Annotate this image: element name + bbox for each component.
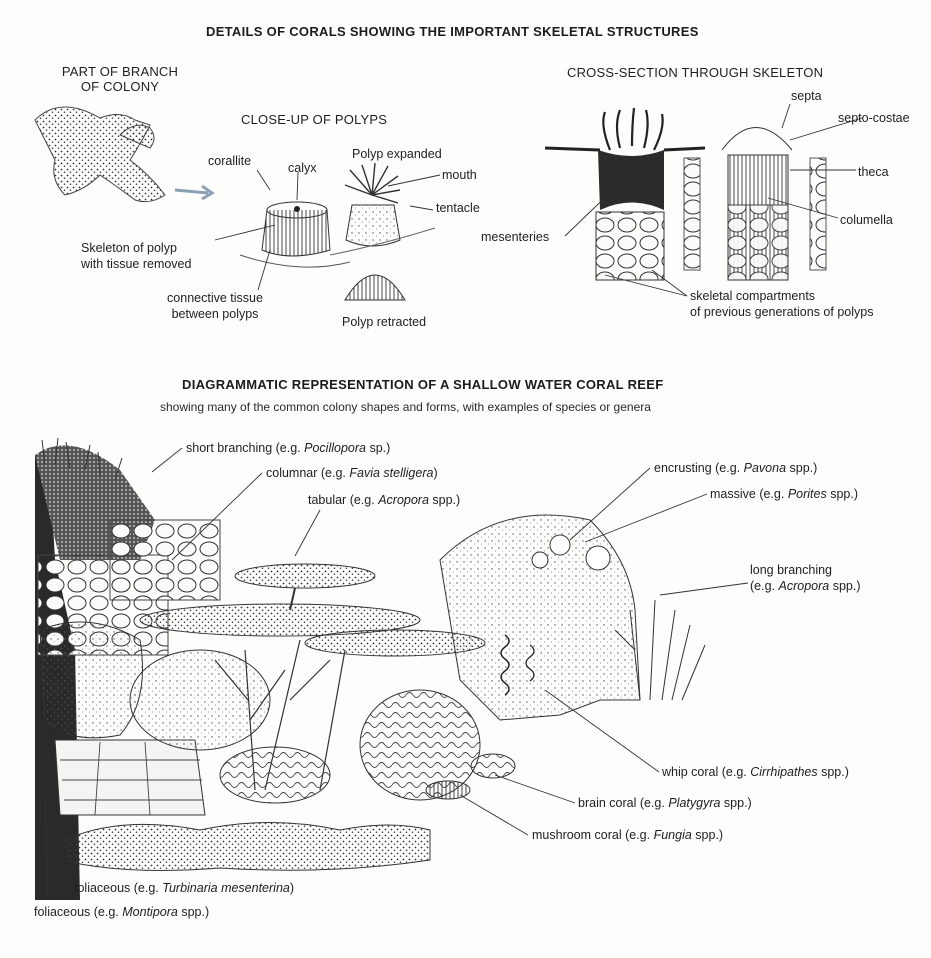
label-tabular: tabular (e.g. Acropora spp.) (308, 492, 460, 508)
label-septa: septa (791, 88, 822, 104)
reef-subtitle: showing many of the common colony shapes… (160, 400, 651, 414)
label-tentacle: tentacle (436, 200, 480, 216)
top-title: DETAILS OF CORALS SHOWING THE IMPORTANT … (206, 24, 699, 39)
label-columella: columella (840, 212, 893, 228)
label-mushroom-coral: mushroom coral (e.g. Fungia spp.) (532, 827, 723, 843)
closeup-caption: CLOSE-UP OF POLYPS (241, 112, 387, 127)
label-short-branching: short branching (e.g. Pocillopora sp.) (186, 440, 390, 456)
branch-caption-line-1: PART OF BRANCH (40, 64, 200, 79)
label-mesenteries: mesenteries (481, 229, 549, 245)
label-septo-costae: septo-costae (838, 110, 910, 126)
label-mouth: mouth (442, 167, 477, 183)
label-whip-coral: whip coral (e.g. Cirrhipathes spp.) (662, 764, 849, 780)
label-skeleton-of-polyp: Skeleton of polyp with tissue removed (81, 240, 191, 272)
cross-section-drawing (545, 108, 826, 280)
cross-section-caption: CROSS-SECTION THROUGH SKELETON (567, 65, 823, 80)
label-skeleton-line-2: with tissue removed (81, 256, 191, 272)
branch-caption: PART OF BRANCH OF COLONY (40, 64, 200, 94)
label-encrusting: encrusting (e.g. Pavona spp.) (654, 460, 817, 476)
colony-branch-drawing (35, 107, 165, 202)
label-connective-line-1: connective tissue (145, 290, 285, 306)
label-compartments-line-2: of previous generations of polyps (690, 304, 873, 320)
branch-caption-line-2: OF COLONY (40, 79, 200, 94)
label-massive: massive (e.g. Porites spp.) (710, 486, 858, 502)
label-compartments-line-1: skeletal compartments (690, 288, 873, 304)
label-theca: theca (858, 164, 889, 180)
label-polyp-expanded: Polyp expanded (352, 146, 442, 162)
label-corallite: corallite (208, 153, 251, 169)
label-foliaceous-montipora: foliaceous (e.g. Montipora spp.) (34, 904, 209, 920)
reef-title: DIAGRAMMATIC REPRESENTATION OF A SHALLOW… (182, 377, 663, 392)
label-long-branching-line-1: long branching (750, 562, 861, 578)
label-columnar: columnar (e.g. Favia stelligera) (266, 465, 438, 481)
label-foliaceous-turbinaria: foliaceous (e.g. Turbinaria mesenterina) (74, 880, 294, 896)
label-connective-line-2: between polyps (145, 306, 285, 322)
label-skeleton-line-1: Skeleton of polyp (81, 240, 191, 256)
polyp-skeleton-drawing (240, 202, 350, 267)
label-brain-coral: brain coral (e.g. Platygyra spp.) (578, 795, 752, 811)
label-polyp-retracted: Polyp retracted (342, 314, 426, 330)
label-long-branching-line-2: (e.g. Acropora spp.) (750, 578, 861, 594)
arrow-to-closeup (175, 190, 208, 193)
polyp-expanded-drawing (345, 163, 400, 246)
label-long-branching: long branching (e.g. Acropora spp.) (750, 562, 861, 594)
polyp-retracted-drawing (345, 275, 405, 300)
label-calyx: calyx (288, 160, 316, 176)
label-connective-tissue: connective tissue between polyps (145, 290, 285, 322)
label-skeletal-compartments: skeletal compartments of previous genera… (690, 288, 873, 320)
